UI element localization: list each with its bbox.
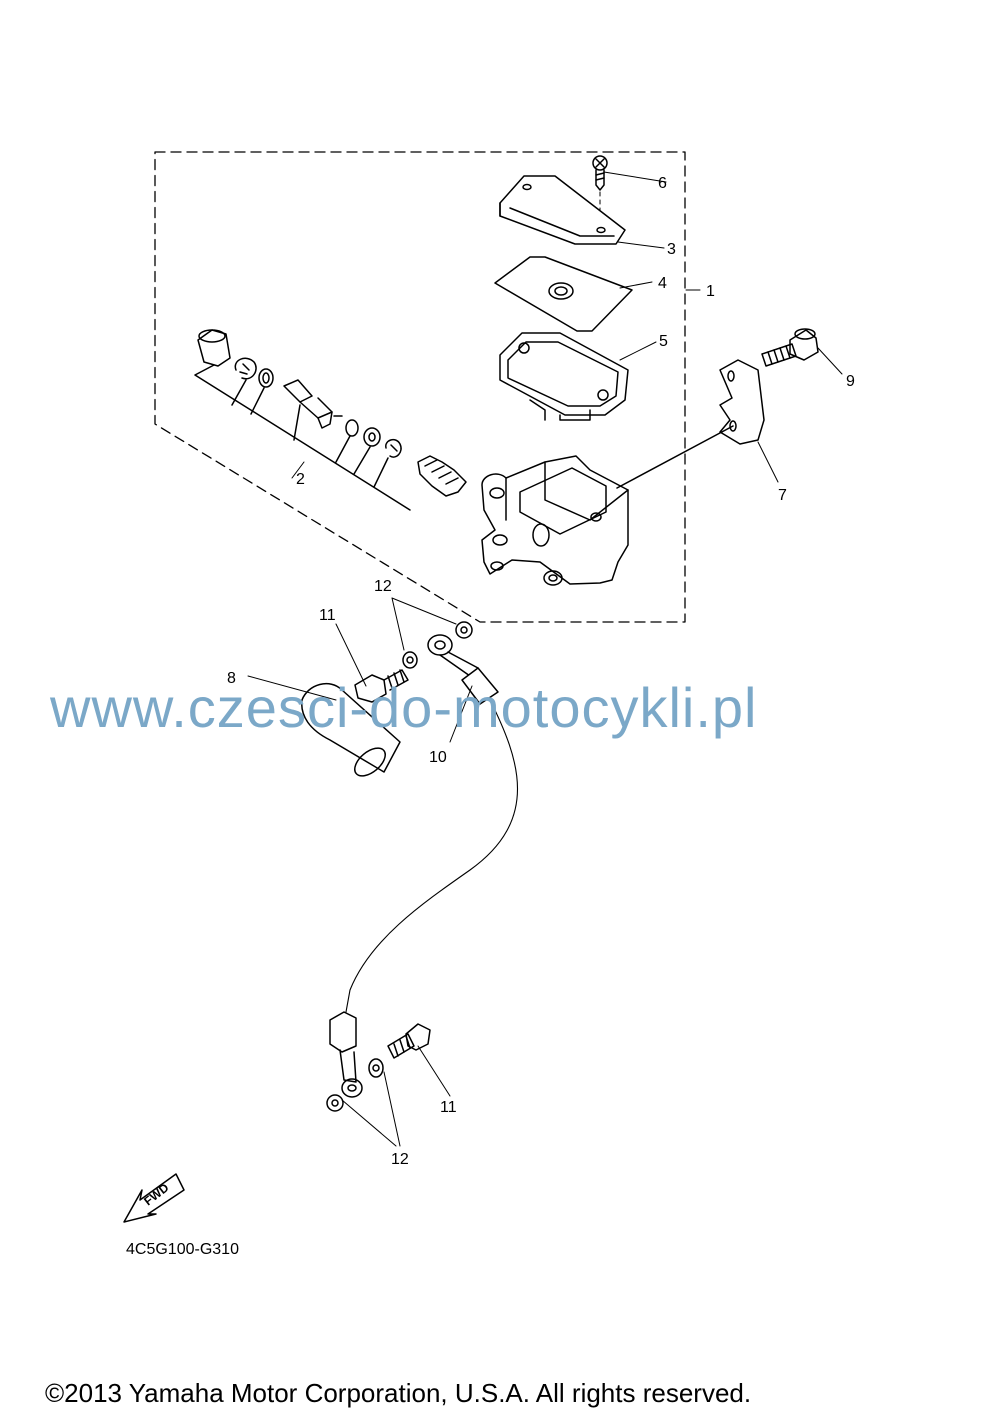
- copyright-notice: ©2013 Yamaha Motor Corporation, U.S.A. A…: [45, 1378, 752, 1408]
- washer-12-b: [455, 621, 473, 639]
- callout-6: 6: [658, 175, 667, 192]
- callout-11-upper: 11: [319, 607, 336, 624]
- part-10-brake-hose: [329, 634, 518, 1098]
- watermark-url: www.czesci-do-motocykli.pl: [50, 676, 758, 739]
- part-3-reservoir-cap: [499, 175, 626, 245]
- callout-10: 10: [429, 749, 447, 766]
- part-5-diaphragm: [499, 332, 629, 421]
- washer-12-d: [326, 1094, 344, 1112]
- callout-8: 8: [227, 670, 236, 687]
- part-7-handlebar-clamp: [616, 359, 765, 489]
- part-8-boot: [301, 682, 401, 777]
- part-4-diaphragm-plate: [494, 256, 633, 332]
- callout-12-lower: 12: [391, 1151, 409, 1168]
- callout-4: 4: [658, 275, 667, 292]
- fwd-arrow-icon: [123, 1173, 185, 1223]
- part-11-banjo-bolt-lower: [387, 1023, 431, 1059]
- assembly-boundary: [154, 151, 686, 623]
- part-9-clamp-bolt: [761, 328, 819, 367]
- master-cylinder-body: [481, 455, 629, 586]
- callout-9: 9: [846, 373, 855, 390]
- callout-7: 7: [778, 487, 787, 504]
- callout-1: 1: [706, 283, 715, 300]
- callout-2: 2: [296, 471, 305, 488]
- callout-3: 3: [667, 241, 676, 258]
- callout-12-upper: 12: [374, 578, 392, 595]
- part-11-banjo-bolt-upper: [354, 669, 409, 703]
- diagram-code: 4C5G100-G310: [126, 1241, 239, 1258]
- callout-11-lower: 11: [440, 1099, 457, 1116]
- part-2-piston-kit: [194, 329, 467, 511]
- washer-12-c: [368, 1058, 384, 1078]
- callout-5: 5: [659, 333, 668, 350]
- washer-12-a: [402, 651, 418, 669]
- leader-lines: [247, 171, 843, 1147]
